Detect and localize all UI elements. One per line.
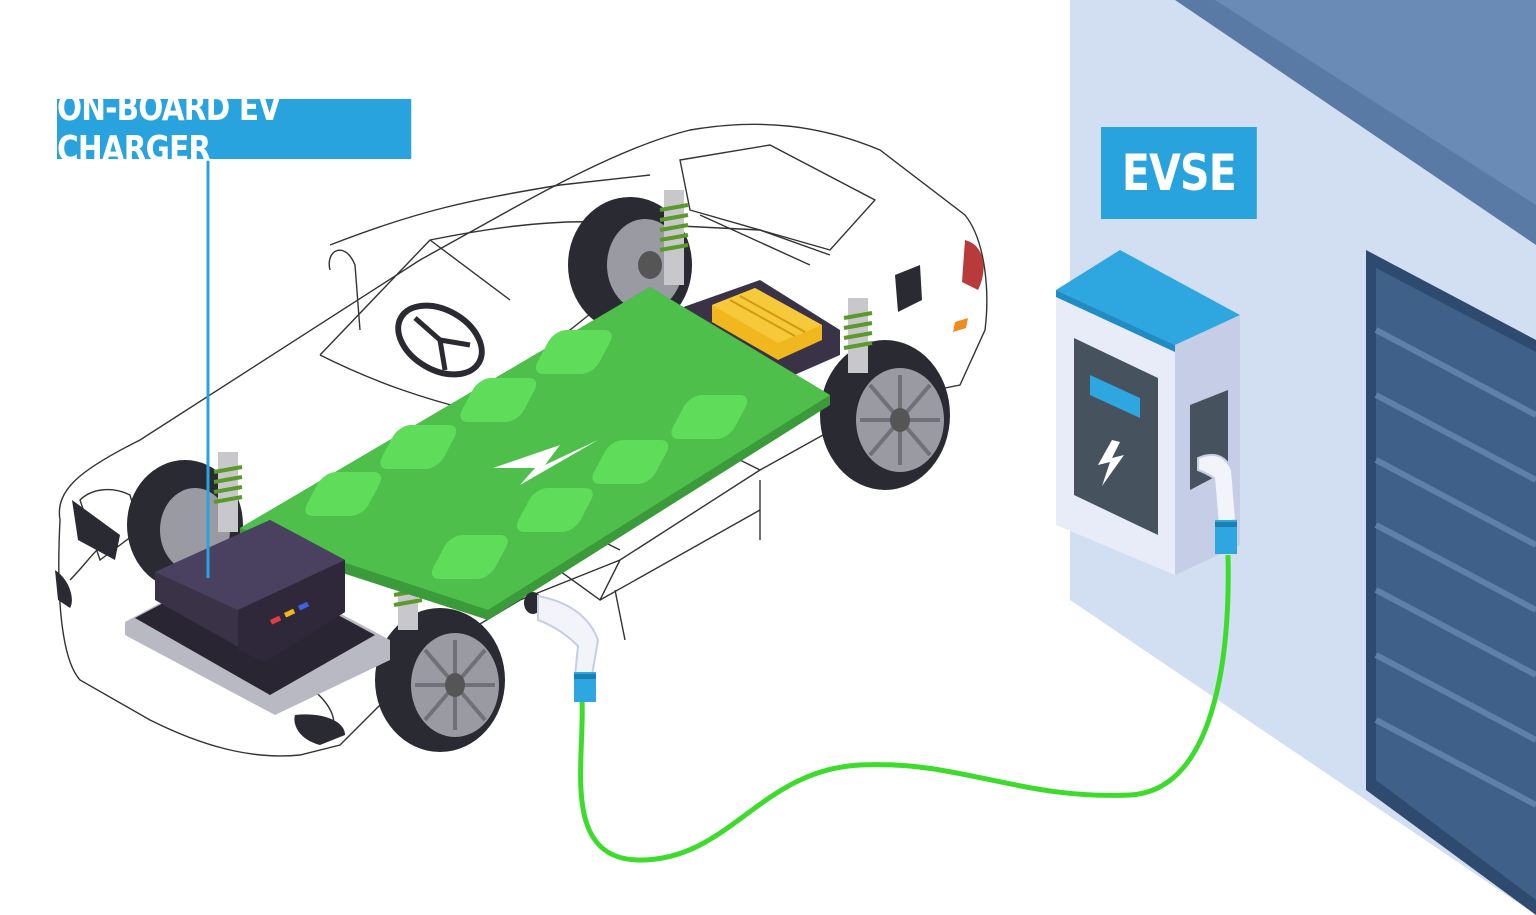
lightning-icon xyxy=(1098,440,1124,486)
steering-wheel-icon xyxy=(395,302,485,378)
front-bumper-vent xyxy=(294,714,345,745)
evse-label: EVSE xyxy=(1101,127,1257,219)
evse-station xyxy=(1056,250,1240,575)
evse-display xyxy=(1090,375,1140,418)
tail-light xyxy=(962,240,984,290)
wheel-front-right xyxy=(375,608,505,752)
fog-light xyxy=(55,570,72,608)
evse-top xyxy=(1056,250,1240,345)
headlight xyxy=(72,500,120,560)
vehicle-plug xyxy=(524,592,600,702)
battery-pack xyxy=(240,287,830,620)
onboard-charger xyxy=(125,520,390,715)
lightning-icon xyxy=(493,440,598,485)
onboard-charger-label: ON-BOARD EV CHARGER xyxy=(57,88,412,170)
wheel-rear-right xyxy=(820,340,950,490)
spring-rear-right xyxy=(843,298,873,373)
charging-cable xyxy=(578,554,1231,863)
garage-door xyxy=(1366,250,1536,915)
battery-top xyxy=(240,287,830,610)
building-roof-band-light xyxy=(1215,0,1536,205)
fuel-door xyxy=(895,265,922,312)
spring-front-left xyxy=(213,452,243,532)
building xyxy=(1070,0,1536,915)
suspension xyxy=(213,190,873,630)
battery-cells xyxy=(305,330,748,579)
spring-rear-left xyxy=(659,190,689,285)
